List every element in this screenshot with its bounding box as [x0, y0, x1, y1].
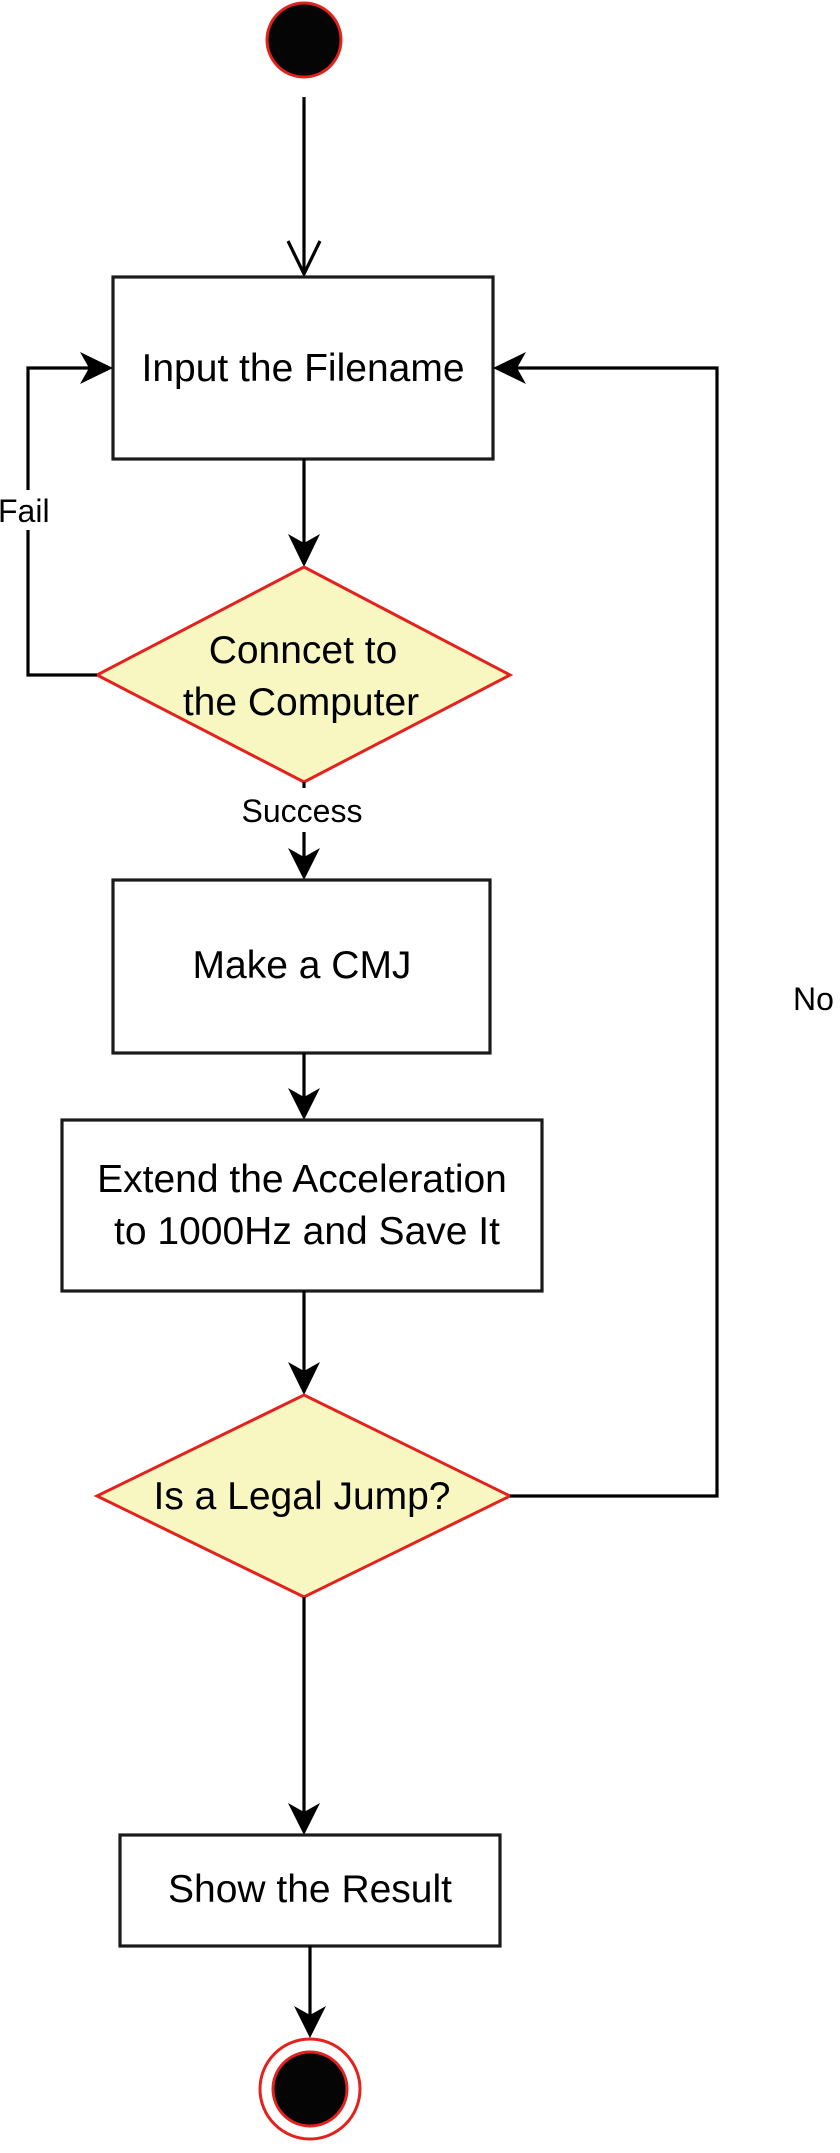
action-show-result: Show the Result	[118, 1833, 502, 1948]
action-extend-acceleration: Extend the Acceleration to 1000Hz and Sa…	[60, 1118, 544, 1293]
edge-fail: Fail	[0, 352, 113, 677]
arrowhead-icon	[288, 848, 320, 880]
edge-show-to-end	[294, 1946, 326, 2038]
arrowhead-icon	[288, 1803, 320, 1835]
arrowhead-icon	[288, 1088, 320, 1120]
arrowhead-icon	[80, 352, 113, 384]
edge-input-to-connect	[288, 459, 320, 567]
edge-no: No	[493, 352, 834, 1498]
edge-label-no: No	[793, 981, 834, 1017]
decision-legal-jump: Is a Legal Jump?	[93, 1393, 514, 1599]
action-label: Show the Result	[168, 1868, 452, 1911]
arrowhead-icon	[493, 352, 526, 384]
arrowhead-icon	[288, 534, 320, 567]
edge-extend-to-legal	[288, 1291, 320, 1395]
open-arrowhead-icon	[286, 240, 322, 278]
action-label-line-2: to 1000Hz and Save It	[114, 1210, 500, 1253]
decision-label-line-1: Conncet to	[209, 629, 398, 672]
edge-legal-to-show	[288, 1597, 320, 1835]
edge-success: Success	[228, 782, 378, 880]
action-label: Make a CMJ	[193, 944, 412, 987]
action-input-filename: Input the Filename	[111, 275, 495, 461]
start-node	[265, 1, 343, 79]
decision-label: Is a Legal Jump?	[153, 1475, 450, 1518]
edge-label-success: Success	[242, 793, 363, 829]
action-label: Input the Filename	[141, 347, 464, 390]
decision-label-line-2: the Computer	[183, 681, 419, 724]
arrowhead-icon	[288, 1362, 320, 1395]
action-label-line-1: Extend the Acceleration	[97, 1158, 507, 1201]
edge-label-fail: Fail	[0, 493, 50, 529]
decision-connect: Conncet to the Computer	[93, 565, 514, 784]
edge-cmj-to-extend	[288, 1053, 320, 1120]
final-node	[258, 2037, 362, 2141]
action-make-cmj: Make a CMJ	[111, 878, 492, 1055]
edge-start-to-input	[286, 97, 322, 278]
arrowhead-icon	[294, 2006, 326, 2038]
